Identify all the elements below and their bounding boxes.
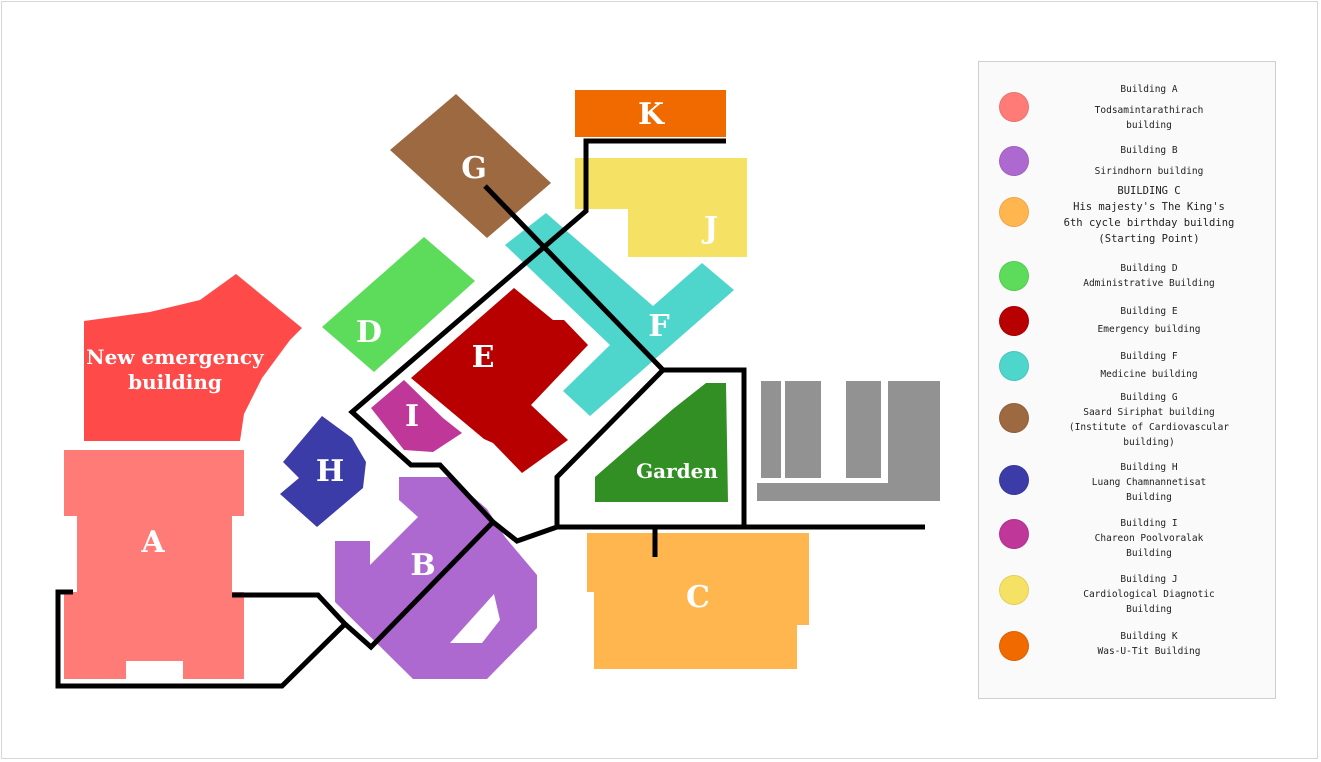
legend-title: Building K (1120, 631, 1178, 642)
building-k[interactable] (575, 90, 726, 137)
building-j[interactable] (575, 158, 747, 257)
walking-paths (55, 138, 925, 689)
label-building-f: F (648, 309, 669, 344)
legend-title: Building H (1120, 462, 1178, 473)
building-d[interactable] (322, 237, 475, 372)
legend-swatch (999, 351, 1029, 381)
path-g-to-f (483, 184, 665, 372)
label-building-h: H (316, 454, 344, 489)
legend-desc: Saard Siriphat building (1083, 407, 1215, 418)
path-b-diagonal (343, 520, 495, 651)
label-building-i: I (405, 399, 419, 434)
legend-swatch (999, 261, 1029, 291)
legend-swatch (999, 146, 1029, 176)
grey-building-1 (761, 381, 781, 478)
path-i-loop (348, 138, 726, 524)
legend-desc-cont: 6th cycle birthday building (1063, 217, 1235, 229)
legend-swatch (999, 306, 1029, 336)
legend-note: building) (1123, 437, 1175, 448)
label-building-e: E (472, 340, 495, 375)
legend-title: Building G (1120, 392, 1178, 403)
grey-building-2 (785, 381, 821, 478)
legend-desc-cont: Building (1126, 492, 1172, 503)
legend-desc: Chareon Poolvoralak (1094, 533, 1204, 544)
garden[interactable] (595, 383, 728, 502)
label-garden: Garden (636, 459, 718, 483)
legend-desc: His majesty's The King's (1073, 201, 1225, 213)
building-g[interactable] (390, 94, 551, 238)
legend-swatch (999, 575, 1029, 605)
label-building-b: B (410, 548, 435, 583)
legend-swatch (999, 197, 1029, 227)
grey-building-3 (846, 381, 881, 478)
label-building-a: A (140, 525, 165, 560)
legend-title: Building E (1120, 306, 1178, 317)
legend-swatch (999, 631, 1029, 661)
path-garden-loop (554, 367, 747, 530)
building-i[interactable] (371, 380, 462, 452)
label-building-d: D (356, 315, 382, 350)
legend-desc: Was-U-Tit Building (1097, 646, 1201, 657)
legend-desc-cont: building (1126, 120, 1172, 131)
legend-title: Building B (1120, 145, 1178, 156)
building-b-courtyard (450, 594, 500, 643)
legend-desc: Luang Chamnannetisat (1091, 477, 1207, 488)
legend-swatch (999, 403, 1029, 433)
legend-swatch (999, 465, 1029, 495)
building-a[interactable] (64, 450, 244, 679)
label-new-emergency-line2: building (128, 370, 222, 394)
legend-title: Building D (1120, 263, 1178, 274)
legend-desc: Todsamintarathirach (1094, 105, 1204, 116)
legend-desc-cont: (Institute of Cardiovascular (1068, 422, 1230, 433)
label-building-j: J (701, 211, 718, 246)
legend-desc: Sirindhorn building (1094, 166, 1204, 177)
label-building-c: C (686, 580, 710, 615)
legend-title: BUILDING C (1117, 185, 1181, 197)
building-e[interactable] (411, 288, 588, 473)
building-h[interactable] (280, 416, 366, 527)
label-building-g: G (461, 151, 487, 186)
legend-note: (Starting Point) (1098, 233, 1200, 245)
legend-title: Building F (1120, 351, 1178, 362)
label-building-k: K (638, 97, 665, 132)
legend: Building A Todsamintarathirach building … (978, 61, 1276, 699)
legend-title: Building J (1120, 574, 1178, 585)
legend-desc-cont: Building (1126, 548, 1172, 559)
label-new-emergency-line1: New emergency (86, 345, 265, 369)
legend-swatch (999, 92, 1029, 122)
legend-title: Building I (1120, 518, 1178, 529)
legend-title: Building A (1120, 84, 1178, 95)
path-b-to-c (491, 520, 558, 544)
legend-desc: Administrative Building (1083, 278, 1215, 289)
building-c[interactable] (587, 533, 809, 669)
legend-swatch (999, 519, 1029, 549)
legend-desc: Emergency building (1097, 324, 1201, 335)
new-emergency-building[interactable] (84, 274, 302, 441)
legend-desc: Cardiological Diagnotic (1083, 589, 1215, 600)
grey-building-complex (757, 381, 940, 501)
path-a-loop (55, 589, 349, 689)
legend-desc: Medicine building (1100, 369, 1198, 380)
legend-desc-cont: Building (1126, 604, 1172, 615)
